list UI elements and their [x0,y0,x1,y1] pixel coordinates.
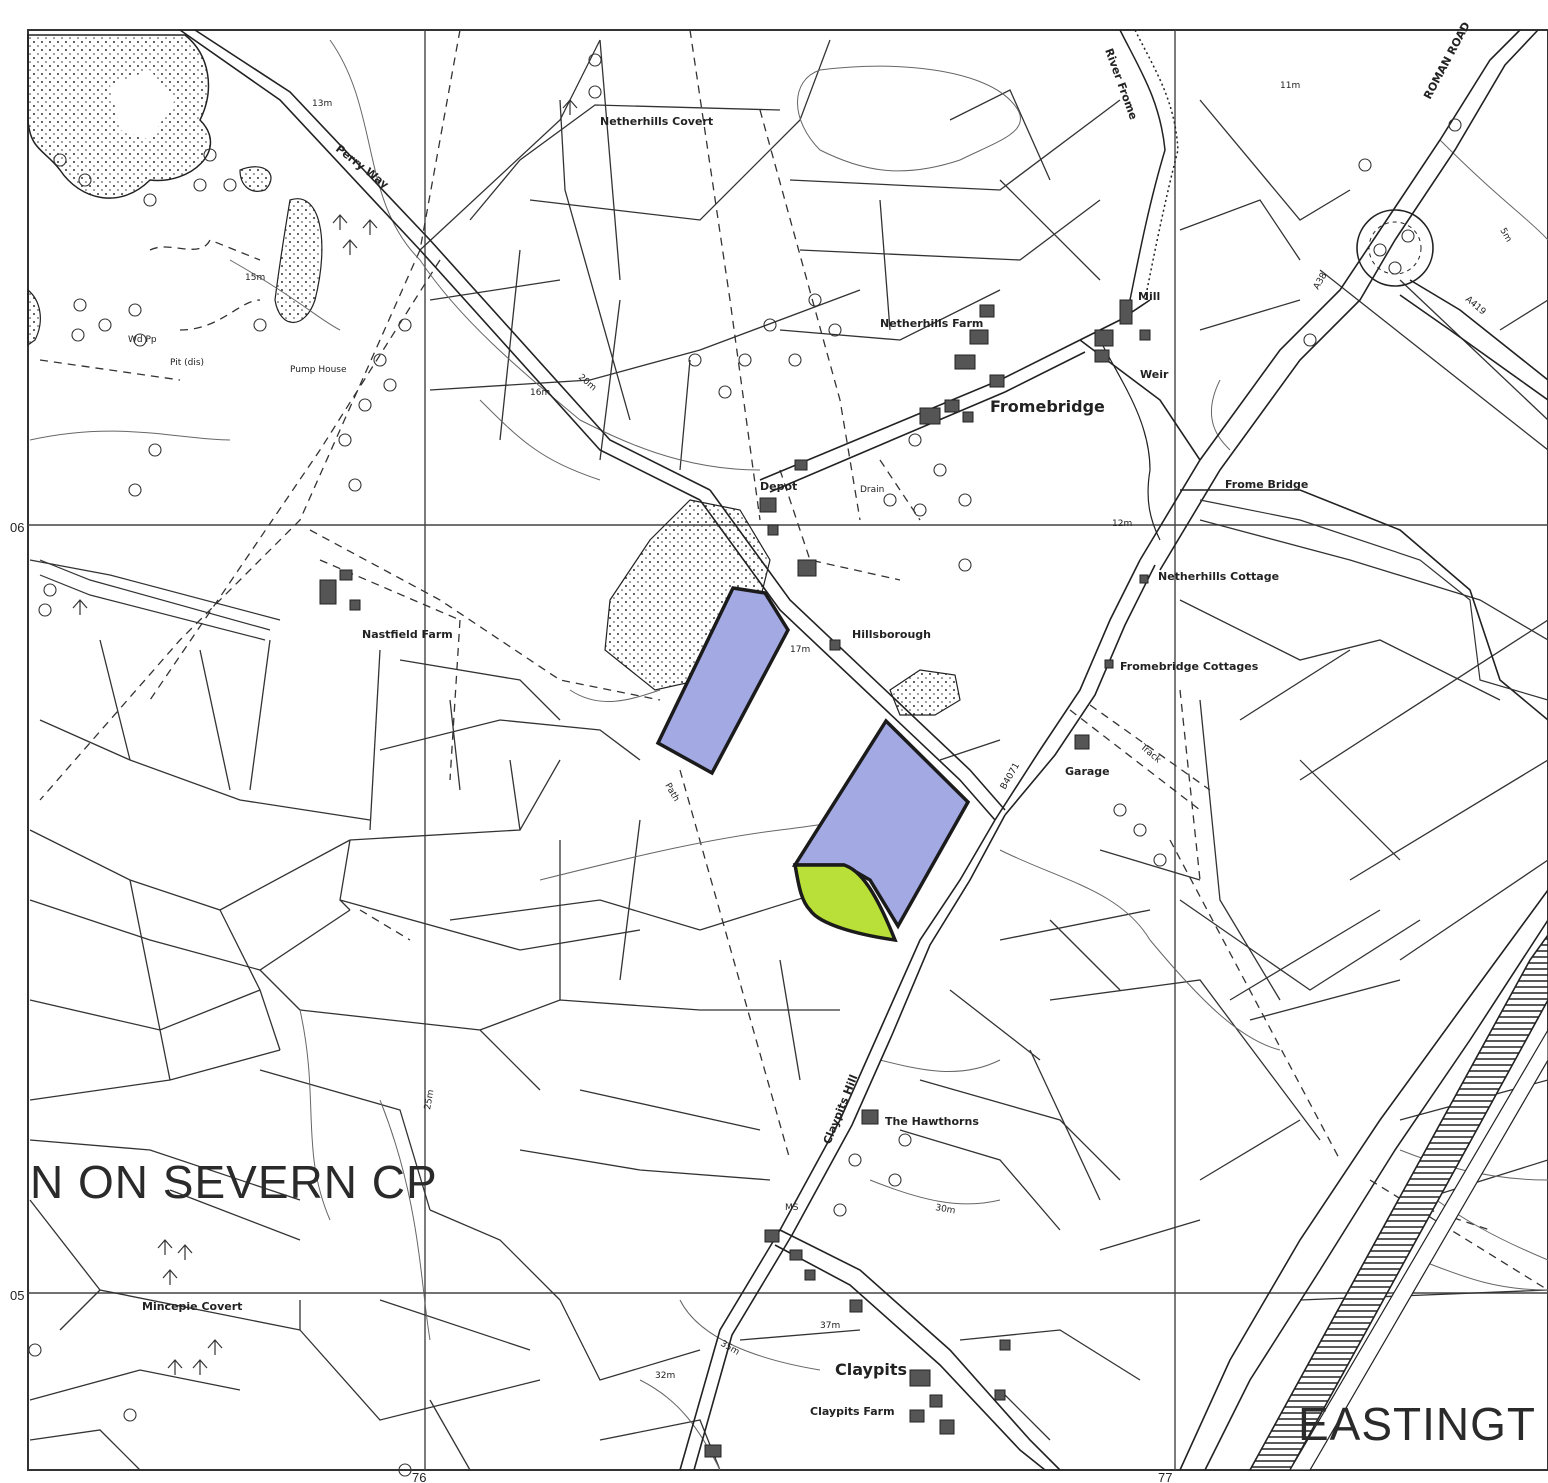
label-depot: Depot [760,480,797,493]
label-fromebridge-cottages: Fromebridge Cottages [1120,660,1259,673]
label-netherhills-covert: Netherhills Covert [600,115,713,128]
contour-label-12m: 12m [1112,519,1132,529]
label-fromebridge: Fromebridge [990,397,1105,416]
label-netherhills-farm: Netherhills Farm [880,317,983,330]
label-the-hawthorns: The Hawthorns [885,1115,979,1128]
roads [179,29,1548,1471]
label-claypits-farm: Claypits Farm [810,1405,895,1418]
grid-label-77: 77 [1158,1470,1172,1483]
motorway [1248,933,1548,1471]
river-frome [1099,29,1179,541]
label-wd-pp: Wd Pp [128,335,157,345]
label-hillsborough: Hillsborough [852,628,931,641]
lake-area [27,34,323,347]
contour-label-30m: 30m [934,1203,956,1216]
grid-label-05: 05 [10,1288,24,1303]
blue-parcel-west [655,586,791,776]
dashed-tracks [39,29,1548,1291]
contour-label-15m: 15m [245,273,265,283]
label-weir: Weir [1140,368,1169,381]
buildings [319,299,1151,1458]
contour-label-32m: 32m [655,1371,675,1381]
contour-label-25m: 25m [423,1089,436,1111]
label-mill: Mill [1138,290,1160,303]
map-frame [27,29,1548,1471]
parish-label-severn: N ON SEVERN CP [30,1156,438,1208]
label-claypits: Claypits [835,1360,907,1379]
woodland-areas [604,499,961,716]
label-pit: Pit (dis) [170,358,204,368]
contour-label-13m: 13m [312,99,332,109]
grid-lines [28,30,1548,1470]
label-mincepie-covert: Mincepie Covert [142,1300,242,1313]
contour-label-17m: 17m [790,645,810,655]
road-label-ms: MS [785,1203,799,1213]
drains [39,499,1548,861]
label-frome-bridge: Frome Bridge [1225,478,1308,491]
tree-symbols [28,53,1462,1477]
contour-label-37m: 37m [820,1321,840,1331]
green-parcel [792,863,898,943]
grid-label-06: 06 [10,520,24,535]
contour-lines [29,39,1548,1471]
label-pump-house: Pump House [290,365,347,375]
contour-label-11m: 11m [1280,81,1300,91]
label-garage: Garage [1065,765,1110,778]
label-netherhills-cottage: Netherhills Cottage [1158,570,1279,583]
contour-label-16m: 16m [530,388,550,398]
highlight-parcels [655,586,971,943]
label-drain: Drain [860,485,884,495]
conifer-symbols [72,99,578,1375]
parish-label-eastington: EASTINGT [1298,1398,1536,1450]
label-nastfield-farm: Nastfield Farm [362,628,453,641]
grid-label-76: 76 [412,1470,426,1483]
